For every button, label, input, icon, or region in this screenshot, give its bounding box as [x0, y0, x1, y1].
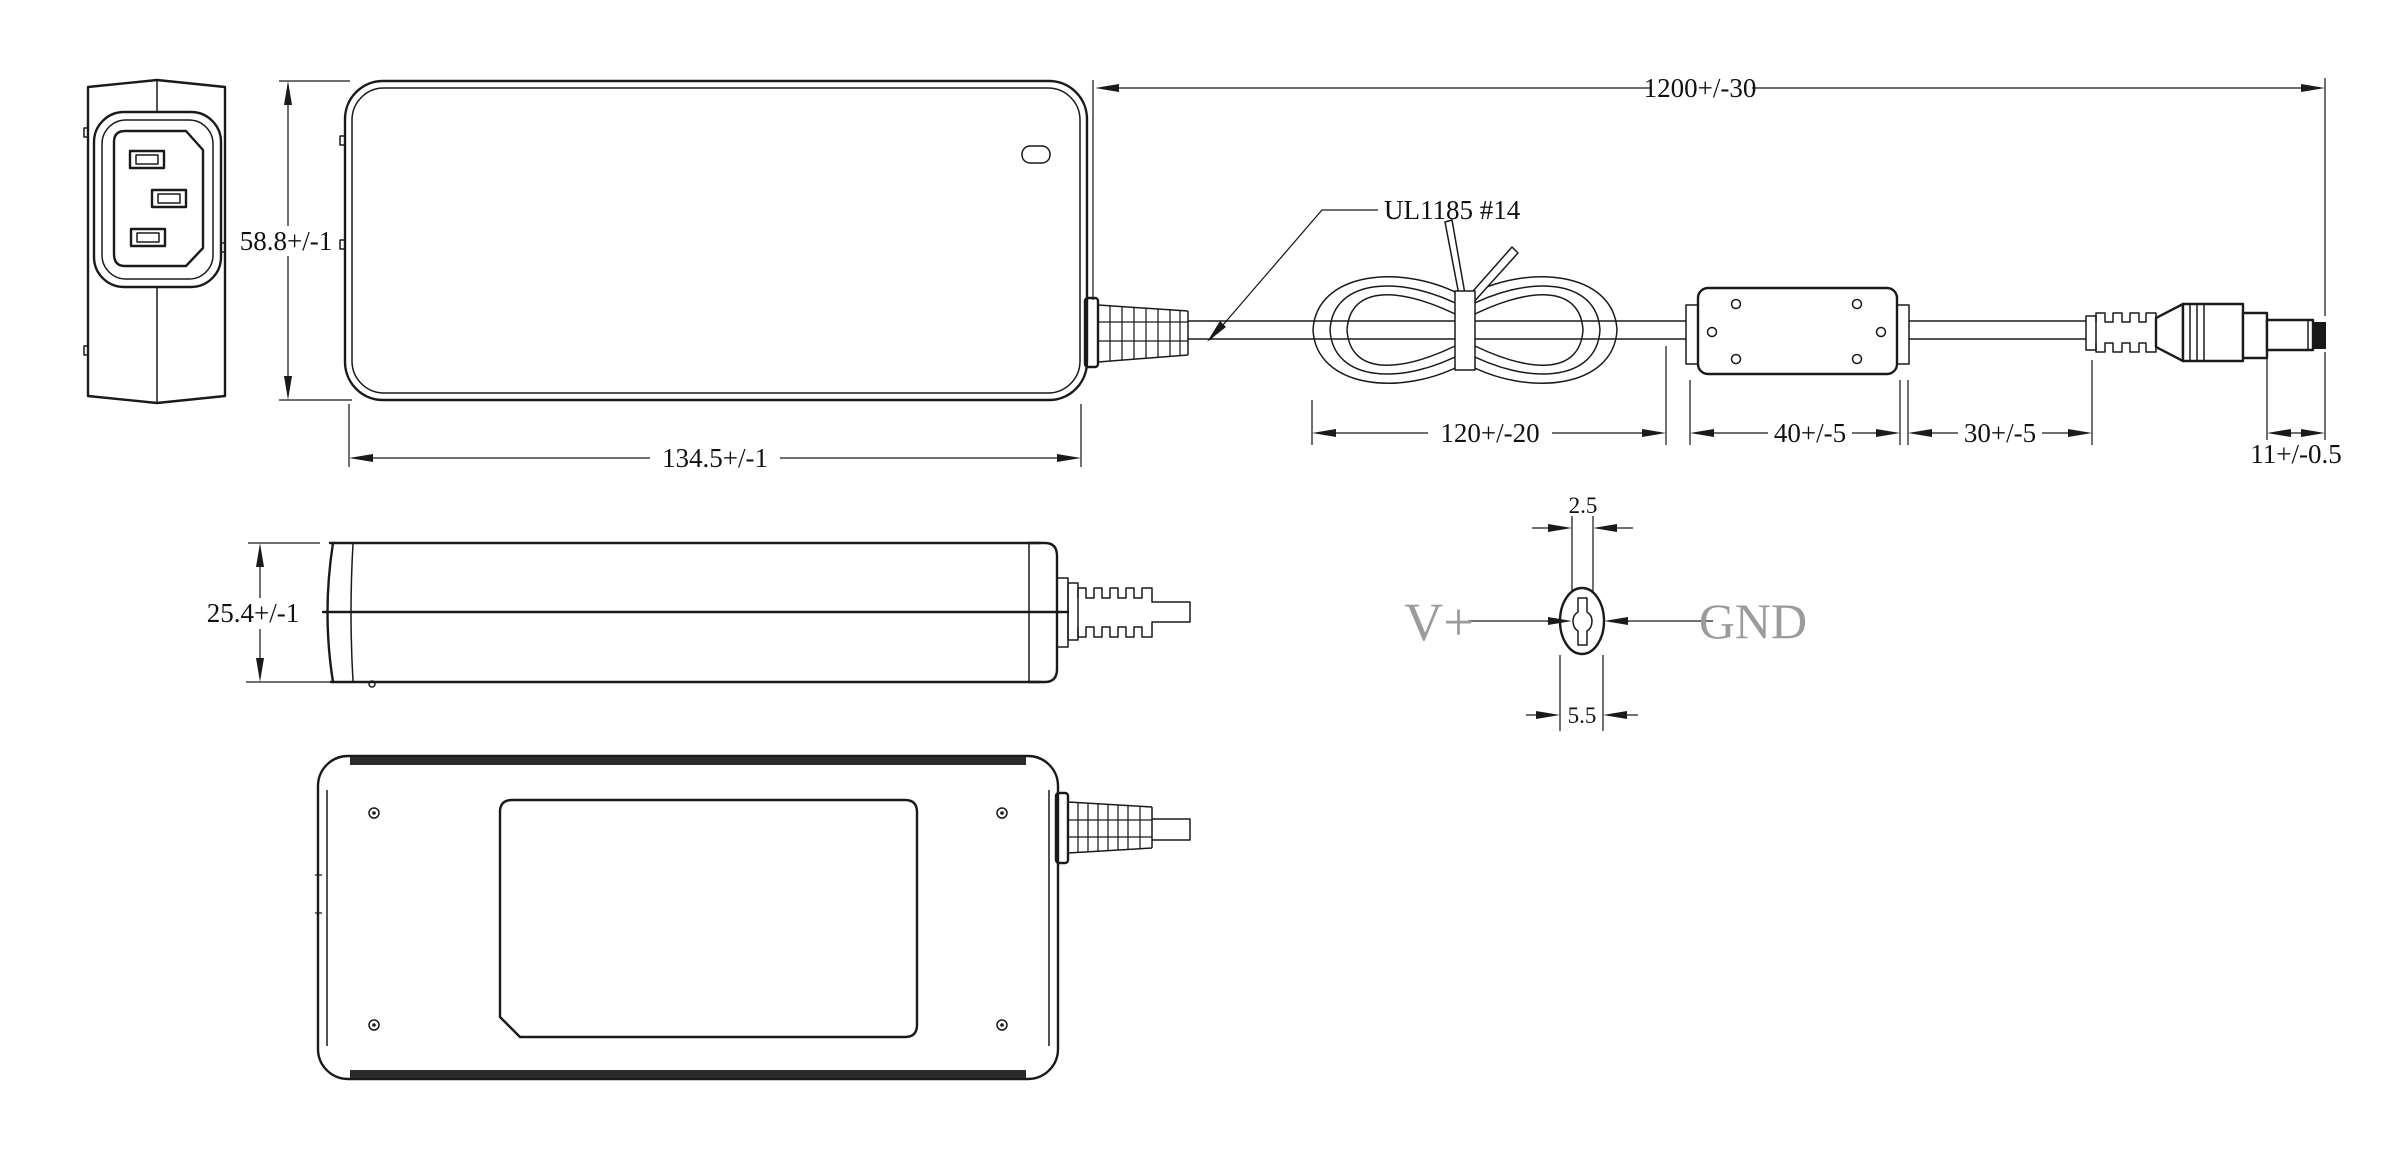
- adapter-side-view: 25.4+/-1: [207, 541, 1191, 688]
- plug-tip-cap: [2313, 322, 2326, 349]
- adapter-body-inner-line: [351, 87, 1081, 394]
- output-cable: [1188, 320, 1686, 340]
- polarity-gnd-label: GND: [1699, 593, 1807, 649]
- c14-pin-slot-middle: [150, 188, 188, 209]
- output-cable-assembly: UL1185 #14: [1188, 195, 2342, 469]
- plug-center-pin-section: [1572, 597, 1593, 646]
- plug-barrel: [2265, 318, 2315, 352]
- polarity-callouts: V+ GND: [1404, 592, 1807, 652]
- dim-body-height: 58.8+/-1: [240, 80, 352, 401]
- dim-text-pin-slot: 2.5: [1569, 493, 1598, 518]
- adapter-bottom-view: [315, 754, 1191, 1081]
- screw-holes: [368, 807, 1008, 1031]
- dim-text-body-height: 58.8+/-1: [240, 226, 332, 256]
- bottom-cable-stub: [1152, 818, 1191, 841]
- dim-cable-overall: 1200+/-30: [1092, 73, 2326, 440]
- mold-mark: [83, 345, 89, 356]
- output-cable-tail: [1908, 320, 2088, 340]
- label-recess: [498, 798, 919, 1039]
- c14-pin-slot-bottom-inner: [136, 232, 160, 243]
- c14-pin-slot-top-inner: [135, 154, 159, 165]
- dim-barrel-diameter: 5.5: [1526, 655, 1638, 731]
- cable-loop: [1312, 219, 1618, 384]
- dim-body-thickness: 25.4+/-1: [207, 542, 384, 683]
- dc-plug-cross-section: 2.5 5.5 V+ GND: [1404, 493, 1807, 731]
- dim-tail: 30+/-5: [1907, 360, 2093, 448]
- c14-pin-slot-bottom: [129, 227, 167, 248]
- c14-socket-face: [112, 129, 205, 268]
- twist-tie-band: [1454, 290, 1476, 371]
- side-seam-ticks: [315, 874, 322, 914]
- c14-pin-slot-top: [128, 149, 166, 170]
- dc-barrel-plug: [2085, 302, 2326, 363]
- plug-cone: [2154, 302, 2185, 363]
- mold-mark: [339, 135, 346, 146]
- ferrite-bead: [1685, 286, 1910, 376]
- inlet-recess-outer: [92, 110, 223, 289]
- plug-relief-ribs-top: [2095, 312, 2157, 323]
- dim-text-cable-overall: 1200+/-30: [1644, 73, 1757, 103]
- inlet-recess-inner: [101, 119, 214, 280]
- dim-body-length: 134.5+/-1: [348, 404, 1082, 473]
- mold-mark: [339, 239, 346, 250]
- foot-dot: [368, 680, 376, 688]
- dim-text-cable-loop: 120+/-20: [1440, 418, 1539, 448]
- plug-body: [2181, 302, 2245, 363]
- c14-pin-slot-middle-inner: [157, 193, 181, 204]
- adapter-front-view: [339, 79, 1189, 402]
- dim-text-plug: 11+/-0.5: [2250, 439, 2341, 469]
- bottom-strain-relief: [1054, 791, 1191, 865]
- plug-relief-ribs-bottom: [2095, 342, 2157, 353]
- plug-step: [2241, 311, 2269, 360]
- front-strain-relief: [1083, 296, 1189, 369]
- dim-text-ferrite: 40+/-5: [1774, 418, 1846, 448]
- twist-tie-end: [1444, 219, 1466, 296]
- mold-mark: [83, 127, 89, 138]
- dim-text-barrel: 5.5: [1568, 703, 1597, 728]
- side-strain-relief: [1056, 577, 1191, 648]
- dim-plug-length: 11+/-0.5: [2250, 356, 2342, 469]
- bottom-body-outline: [316, 754, 1060, 1081]
- dim-text-tail: 30+/-5: [1964, 418, 2036, 448]
- dim-pin-slot: 2.5: [1532, 493, 1633, 592]
- dim-text-body-length: 134.5+/-1: [662, 443, 768, 473]
- adapter-body-outline: [343, 79, 1089, 402]
- dim-ferrite: 40+/-5: [1689, 380, 1901, 448]
- dim-text-body-thickness: 25.4+/-1: [207, 598, 299, 628]
- iec-inlet-end-view: [83, 78, 227, 405]
- led-indicator: [1021, 145, 1051, 164]
- polarity-vplus-label: V+: [1404, 592, 1473, 652]
- mold-mark: [220, 242, 226, 253]
- plug-relief-collar: [2085, 315, 2097, 351]
- plug-body-rings: [2189, 305, 2205, 360]
- dim-cable-loop: 120+/-20: [1311, 346, 1667, 448]
